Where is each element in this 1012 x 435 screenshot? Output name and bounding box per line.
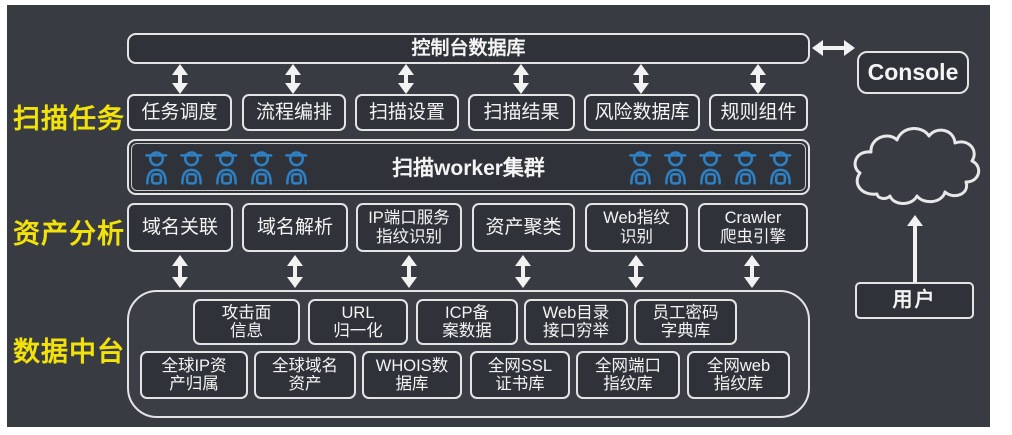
data-platform-box: 全球IP资 产归属 [140,351,248,399]
section-label-data-platform: 数据中台 [13,337,125,367]
worker-icon [697,148,724,186]
double-arrow-vertical [514,255,532,288]
double-arrow-vertical [400,255,418,288]
scan-task-box: 扫描结果 [468,94,575,131]
scan-task-box: 扫描设置 [355,94,459,131]
console-db-box: 控制台数据库 [127,33,810,64]
data-platform-box: 攻击面 信息 [193,299,300,345]
worker-icon [248,148,275,186]
worker-icon [143,148,170,186]
scan-task-box: 风险数据库 [584,94,700,131]
scan-task-box: 流程编排 [242,94,346,131]
worker-cluster-label: 扫描worker集群 [392,157,545,180]
user-box: 用户 [855,282,974,319]
section-label-scan-tasks: 扫描任务 [13,104,125,134]
asset-analysis-box: Web指纹 识别 [585,203,688,252]
data-platform-box: 员工密码 字典库 [634,299,737,345]
data-platform-box: URL 归一化 [308,299,408,345]
worker-icon-group-right [627,148,794,186]
asset-analysis-box: Crawler 爬虫引擎 [698,203,808,252]
asset-analysis-box: 域名关联 [127,203,233,252]
double-arrow-horizontal [812,39,855,57]
data-platform-box: 全网端口 指纹库 [576,351,680,399]
section-label-asset-analysis: 资产分析 [13,219,125,249]
double-arrow-vertical [512,64,530,94]
asset-analysis-box: 资产聚类 [472,203,575,252]
worker-icon [767,148,794,186]
double-arrow-vertical [286,255,304,288]
double-arrow-vertical [743,255,761,288]
data-platform-box: 全球域名 资产 [254,351,356,399]
worker-icon-group-left [143,148,310,186]
data-platform-box: 全网SSL 证书库 [470,351,570,399]
double-arrow-vertical [397,64,415,94]
data-platform-container [127,290,810,418]
double-arrow-vertical [171,255,189,288]
double-arrow-vertical [749,64,767,94]
data-platform-box: WHOIS数 据库 [362,351,462,399]
console-box: Console [857,51,969,94]
scan-task-box: 规则组件 [709,94,808,131]
data-platform-box: ICP备 案数据 [416,299,518,345]
data-platform-box: 全网web 指纹库 [687,351,790,399]
worker-icon [732,148,759,186]
data-platform-box: Web目录 接口穷举 [524,299,628,345]
double-arrow-vertical [284,64,302,94]
worker-icon [283,148,310,186]
double-arrow-vertical [632,64,650,94]
cloud-icon [853,127,981,205]
worker-icon [213,148,240,186]
worker-icon [178,148,205,186]
worker-icon [662,148,689,186]
worker-cluster-box: 扫描worker集群 [127,139,810,195]
up-arrow [906,215,924,282]
double-arrow-vertical [627,255,645,288]
asset-analysis-box: 域名解析 [242,203,348,252]
scan-task-box: 任务调度 [127,94,232,131]
double-arrow-vertical [171,64,189,94]
worker-icon [627,148,654,186]
asset-analysis-box: IP端口服务 指纹识别 [356,203,462,252]
